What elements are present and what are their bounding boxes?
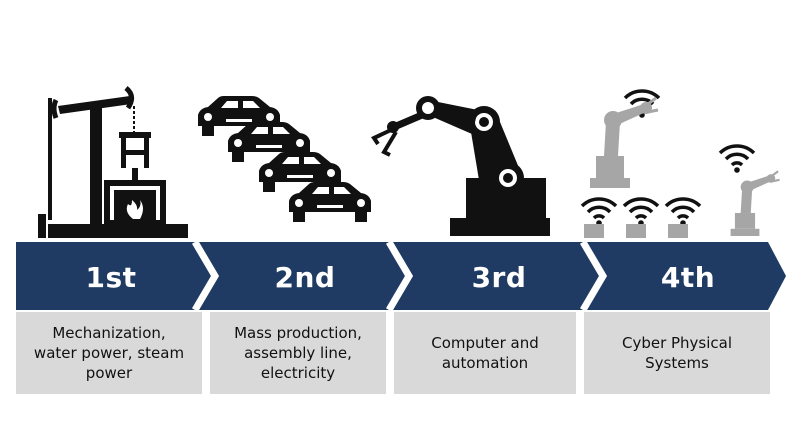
- stage-3-description: Computer and automation: [431, 334, 539, 372]
- connected-robots-icon: [580, 89, 781, 238]
- chevron-divider: [385, 240, 414, 312]
- chevron-divider: [191, 240, 220, 312]
- stage-4-description-box: Cyber Physical Systems: [584, 312, 770, 394]
- stage-3-label: 3rd: [471, 261, 527, 294]
- stage-1-description: Mechanization, water power, steam power: [33, 324, 185, 382]
- robot-arm-icon: [371, 96, 550, 236]
- car-assembly-icon: [198, 96, 371, 222]
- stage-2-label: 2nd: [274, 261, 336, 294]
- stage-4-description: Cyber Physical Systems: [621, 334, 733, 372]
- stage-2-description-box: Mass production, assembly line, electric…: [210, 312, 386, 394]
- stage-1-label: 1st: [85, 261, 137, 294]
- stage-3-description-box: Computer and automation: [394, 312, 576, 394]
- chevron-divider: [579, 240, 608, 312]
- stage-4-label: 4th: [660, 261, 716, 294]
- stage-2-description: Mass production, assembly line, electric…: [234, 324, 362, 382]
- stage-1-description-box: Mechanization, water power, steam power: [16, 312, 202, 394]
- steam-engine-icon: [38, 86, 188, 238]
